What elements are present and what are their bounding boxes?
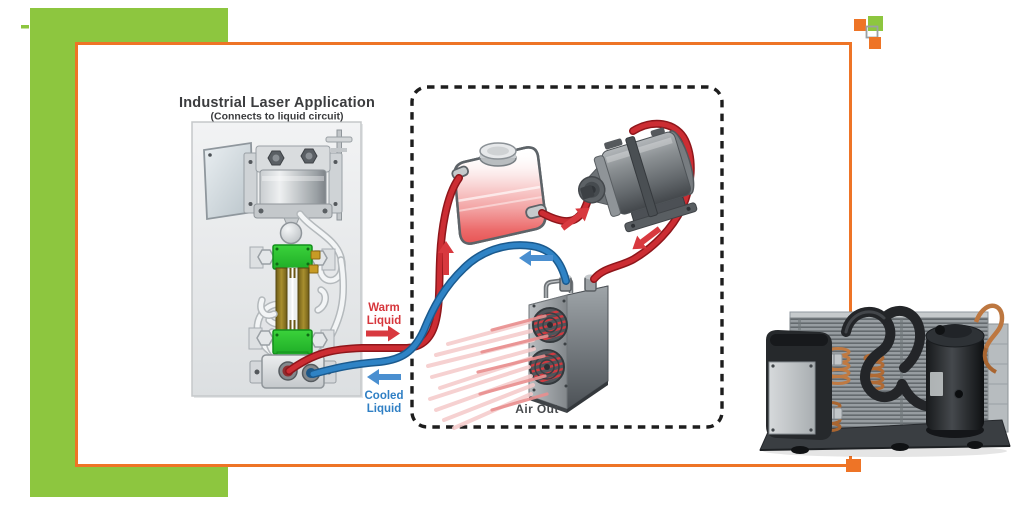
warm-liquid-tube-laser-to-tank	[285, 174, 463, 375]
focus-ball	[279, 221, 303, 245]
flow-arrow-up	[438, 241, 454, 275]
compressor	[925, 303, 1005, 438]
deco-square-orange-1	[854, 19, 866, 31]
laser-head	[243, 145, 343, 245]
warm-liquid-label-2: Liquid	[367, 315, 402, 327]
cooled-liquid-arrow	[367, 369, 401, 385]
copper-discharge-tube	[973, 303, 1005, 349]
warm-liquid-arrow	[366, 325, 400, 342]
air-out-label: Air Out	[515, 402, 558, 416]
pump-strap	[625, 136, 658, 218]
diagram-title: Industrial Laser Application	[179, 95, 375, 111]
laser-diode-bar	[248, 244, 336, 360]
flow-arrow-sw	[632, 226, 662, 250]
accumulator-unit	[766, 330, 832, 440]
silver-plate	[768, 361, 816, 435]
cooled-liquid-label: Cooled	[365, 390, 404, 402]
cooled-liquid-tube	[309, 241, 570, 378]
frame-end-square	[846, 459, 861, 472]
reservoir-tank	[451, 142, 547, 245]
flow-arrow-left-blue	[519, 250, 553, 266]
green-tick	[21, 25, 29, 29]
compressor-label-sticker	[930, 372, 943, 396]
deco-square-orange-2	[869, 37, 881, 49]
deco-square-green	[868, 16, 883, 31]
chiller-circuit-dashed-box	[410, 85, 724, 429]
air-out-streaks	[426, 314, 549, 430]
circulation-pump	[578, 127, 698, 233]
diagram-subtitle: (Connects to liquid circuit)	[211, 111, 344, 123]
corner-decoration	[854, 16, 883, 49]
condensing-unit-photo	[757, 303, 1015, 457]
warm-liquid-label: Warm	[368, 302, 400, 314]
flow-arrow-ne	[560, 207, 590, 231]
cooled-liquid-label-2: Liquid	[367, 403, 402, 415]
flow-arrows	[366, 207, 662, 385]
laser-panel	[191, 121, 363, 398]
